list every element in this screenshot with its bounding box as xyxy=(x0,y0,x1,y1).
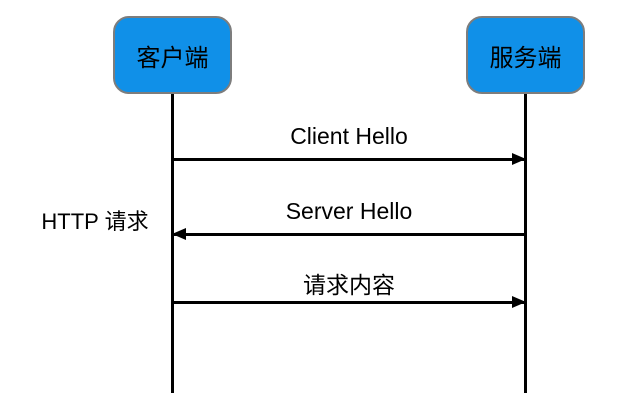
actor-label-server: 服务端 xyxy=(489,44,562,72)
message-arrow-line-server-hello xyxy=(172,233,525,236)
message-label-server-hello: Server Hello xyxy=(285,198,413,224)
arrowhead-right-icon xyxy=(512,296,526,308)
actor-label-client: 客户端 xyxy=(136,44,209,72)
message-label-request-content: 请求内容 xyxy=(303,272,395,298)
lifeline-server xyxy=(524,94,527,393)
side-annotation-http-request: HTTP 请求 xyxy=(41,209,149,234)
message-arrow-line-client-hello xyxy=(172,158,525,161)
actor-box-server: 服务端 xyxy=(466,16,585,94)
message-label-client-hello: Client Hello xyxy=(290,123,408,149)
actor-box-client: 客户端 xyxy=(113,16,232,94)
lifeline-client xyxy=(171,94,174,393)
message-arrow-line-request-content xyxy=(172,301,525,304)
arrowhead-left-icon xyxy=(172,228,186,240)
arrowhead-right-icon xyxy=(512,153,526,165)
